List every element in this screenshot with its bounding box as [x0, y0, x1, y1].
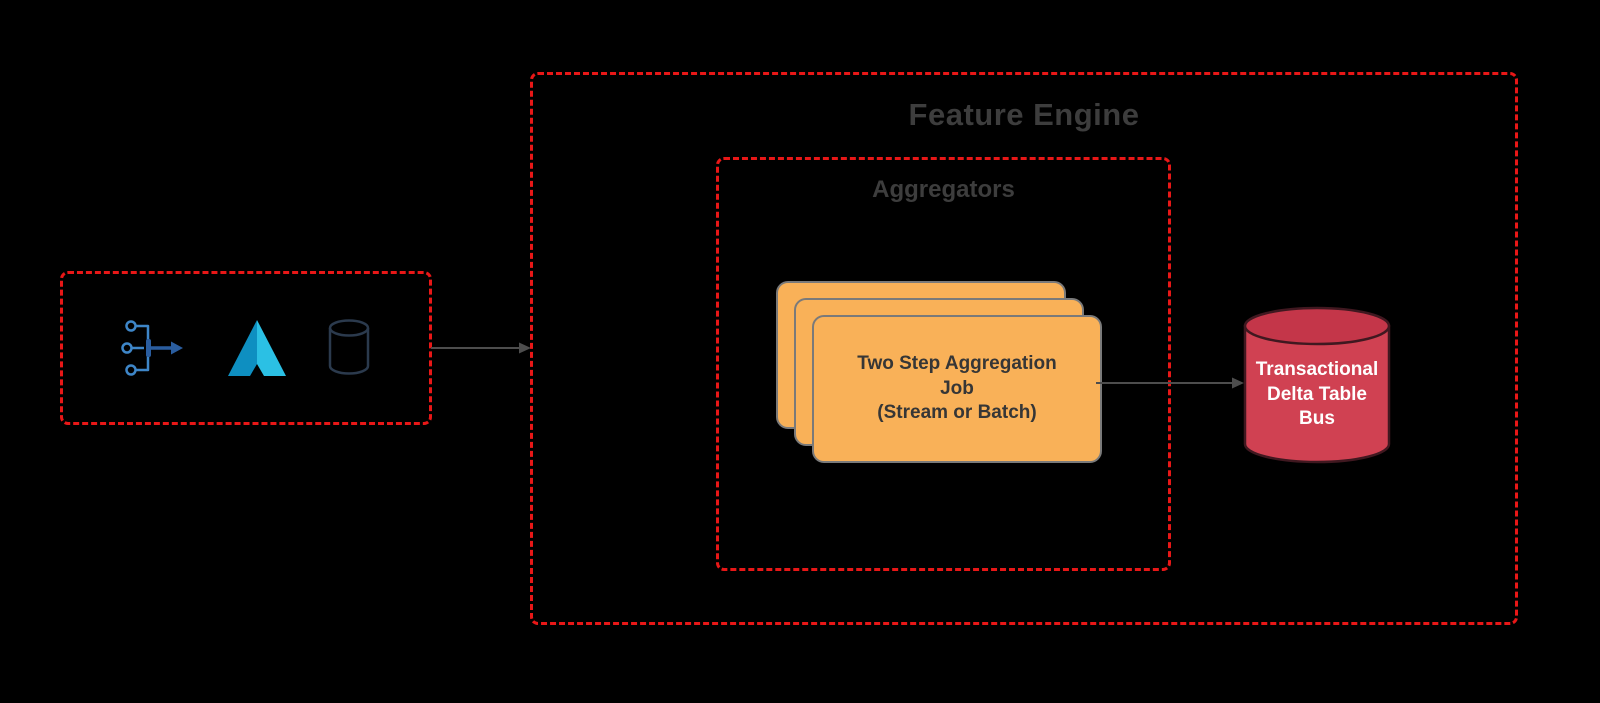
database-icon — [328, 319, 370, 375]
aggregation-job-card: Two Step Aggregation Job (Stream or Batc… — [812, 315, 1102, 463]
delta-table-bus-cylinder: Transactional Delta Table Bus — [1243, 306, 1391, 464]
aggregation-job-label: Two Step Aggregation Job (Stream or Batc… — [857, 352, 1057, 424]
database-cylinder-icon — [1243, 306, 1391, 464]
arrow-job-to-delta-bus-icon — [1096, 377, 1244, 389]
delta-lake-icon — [228, 320, 286, 376]
sources-group-box — [60, 271, 432, 425]
stream-ingest-icon — [121, 320, 183, 376]
aggregators-box: Aggregators Two Step Aggregation Job (St… — [716, 157, 1171, 571]
aggregators-title: Aggregators — [872, 176, 1015, 203]
feature-engine-title: Feature Engine — [908, 97, 1140, 132]
arrow-sources-to-feature-engine-icon — [431, 342, 531, 354]
feature-engine-box: Feature Engine Aggregators Two Step Aggr… — [530, 72, 1518, 625]
delta-table-bus-label: Transactional Delta Table Bus — [1255, 359, 1379, 430]
